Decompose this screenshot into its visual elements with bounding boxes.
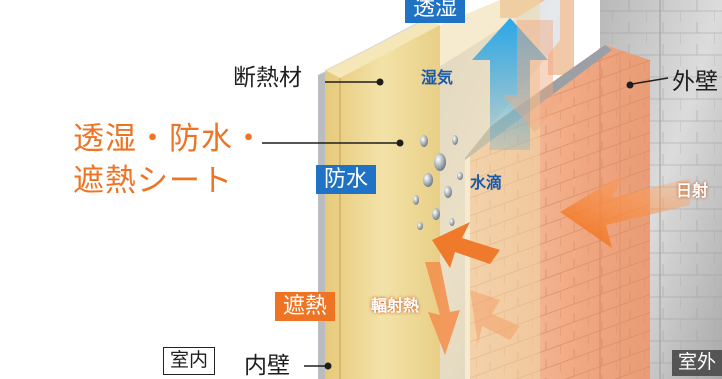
- outdoor-label: 室外: [672, 350, 722, 376]
- insulation-label: 断熱材: [233, 65, 302, 91]
- down-arrow-icon: [502, 20, 568, 132]
- heat-shield-badge: 遮熱: [275, 292, 336, 322]
- sun-arrow-icon: [560, 175, 690, 248]
- moisture-badge: 透湿: [405, 0, 466, 24]
- inner-wall-label: 内壁: [244, 353, 290, 379]
- indoor-label: 室内: [163, 347, 216, 375]
- sheet-title-line1: 透湿・防水・: [73, 121, 265, 157]
- sunlight-label: 日射: [676, 181, 709, 200]
- waterproof-badge: 防水: [316, 165, 377, 195]
- insulation-panel: [325, 20, 440, 379]
- water-drops: [413, 135, 463, 230]
- water-drops-label: 水滴: [470, 173, 503, 192]
- up-arrow-icon: [472, 18, 548, 150]
- radiant-heat-label: 輻射熱: [371, 296, 420, 315]
- outer-wall-label: 外壁: [672, 69, 718, 95]
- inner-wall-board: [318, 20, 425, 75]
- sheet-title-line2: 遮熱シート: [73, 163, 233, 199]
- reflect-arrow-icon: [425, 222, 520, 355]
- humidity-label: 湿気: [421, 68, 454, 87]
